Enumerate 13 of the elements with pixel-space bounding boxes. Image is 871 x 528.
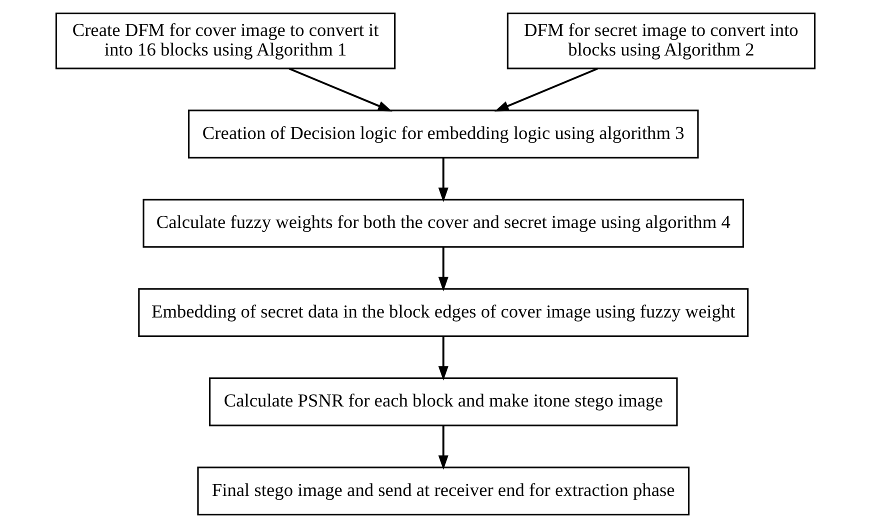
arrow: [438, 426, 448, 470]
node-box: Calculate fuzzy weights for both the cover and secret image using algorithm 4: [142, 198, 744, 248]
node-box: DFM for secret image to convert into blocks using Algorithm 2: [506, 12, 816, 70]
arrow: [494, 68, 598, 112]
arrow: [438, 336, 448, 381]
node-box: Calculate PSNR for each block and make itone stego image: [209, 377, 678, 426]
node-box: Embedding of secret data in the block edges of cover image using fuzzy weight: [138, 288, 749, 337]
node-box: Create DFM for cover image to convert it into 16 blocks using Algorithm 1: [55, 12, 396, 70]
arrow: [288, 68, 392, 112]
node-box: Final stego image and send at receiver end for extraction phase: [197, 466, 690, 516]
arrow: [438, 158, 448, 202]
arrow: [438, 247, 448, 292]
node-box: Creation of Decision logic for embedding logic using algorithm 3: [188, 110, 699, 158]
